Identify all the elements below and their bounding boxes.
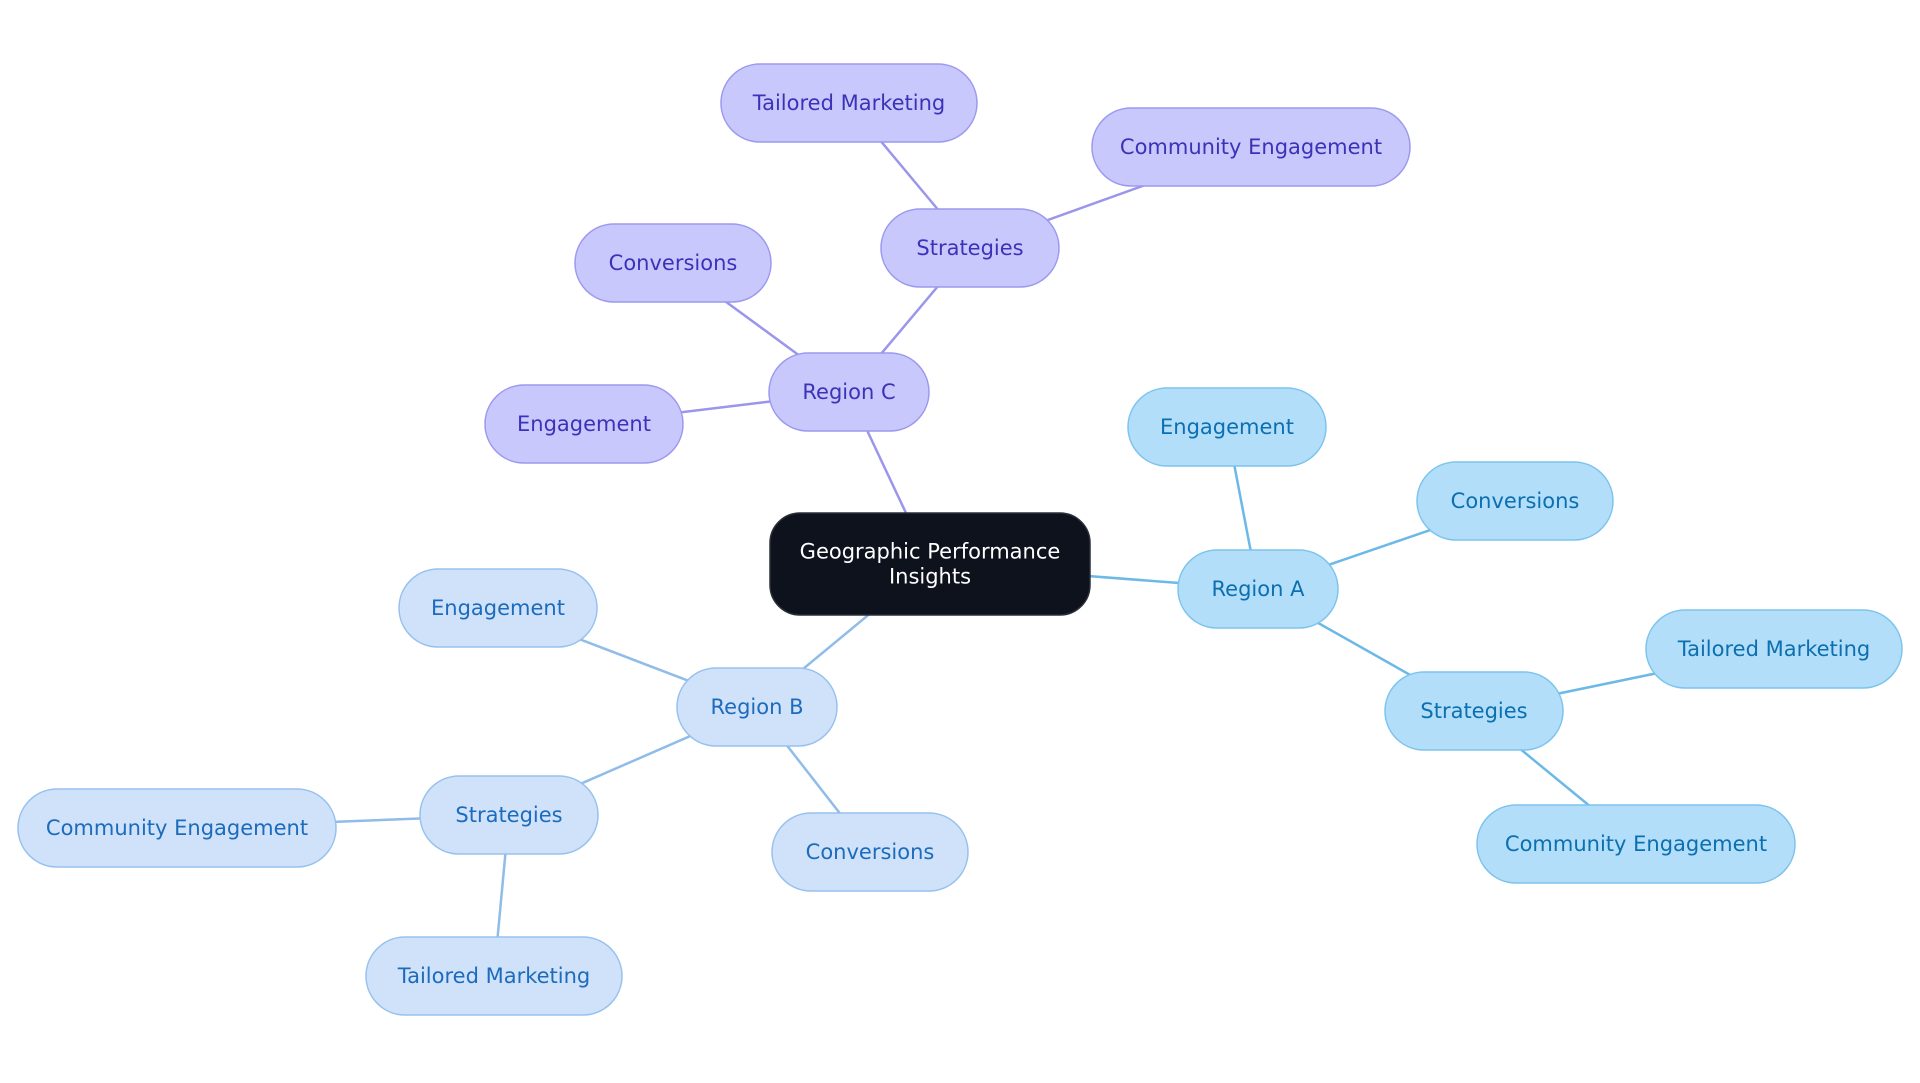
node-region-c-label: Region C — [802, 380, 895, 404]
node-region-a-strategies-shape — [1384, 671, 1564, 751]
node-region-c-engagement-shape — [484, 384, 684, 464]
node-region-b-shape — [676, 667, 838, 747]
node-region-b-engagement-label: Engagement — [431, 596, 565, 620]
node-region-a-conversions-shape — [1416, 461, 1614, 541]
node-region-c-engagement[interactable]: Engagement — [484, 384, 684, 464]
node-region-a-engagement-shape — [1127, 387, 1327, 467]
node-region-b-engagement-shape — [398, 568, 598, 648]
node-region-a-engagement-label: Engagement — [1160, 415, 1294, 439]
node-region-a-strategies-label: Strategies — [1420, 699, 1527, 723]
node-region-a-engagement[interactable]: Engagement — [1127, 387, 1327, 467]
node-region-c-strategies[interactable]: Strategies — [880, 208, 1060, 288]
node-region-a-strategies-community-engagement[interactable]: Community Engagement — [1476, 804, 1796, 884]
node-region-b-conversions[interactable]: Conversions — [771, 812, 969, 892]
node-region-b-strategies-community-engagement-shape — [17, 788, 337, 868]
node-region-a-shape — [1177, 549, 1339, 629]
node-region-c-shape — [768, 352, 930, 432]
node-region-a-strategies[interactable]: Strategies — [1384, 671, 1564, 751]
root-node-geographic-performance-insights-label: Insights — [889, 565, 971, 589]
node-region-c-conversions[interactable]: Conversions — [574, 223, 772, 303]
node-region-b-strategies-tailored-marketing-label: Tailored Marketing — [397, 964, 591, 988]
node-region-a-strategies-tailored-marketing-label: Tailored Marketing — [1677, 637, 1871, 661]
root-node-geographic-performance-insights-shape — [769, 512, 1091, 616]
node-region-b-engagement[interactable]: Engagement — [398, 568, 598, 648]
node-region-b-strategies-tailored-marketing[interactable]: Tailored Marketing — [365, 936, 623, 1016]
node-region-c-strategies-shape — [880, 208, 1060, 288]
node-region-c-strategies-community-engagement-shape — [1091, 107, 1411, 187]
node-region-c-conversions-label: Conversions — [609, 251, 738, 275]
node-region-a-strategies-community-engagement-shape — [1476, 804, 1796, 884]
node-region-a-strategies-community-engagement-label: Community Engagement — [1505, 832, 1767, 856]
node-region-c-conversions-shape — [574, 223, 772, 303]
node-region-c-strategies-tailored-marketing[interactable]: Tailored Marketing — [720, 63, 978, 143]
node-region-a-strategies-tailored-marketing[interactable]: Tailored Marketing — [1645, 609, 1903, 689]
node-region-c-strategies-community-engagement[interactable]: Community Engagement — [1091, 107, 1411, 187]
node-region-b-strategies[interactable]: Strategies — [419, 775, 599, 855]
node-region-b-strategies-label: Strategies — [455, 803, 562, 827]
node-region-c-strategies-community-engagement-label: Community Engagement — [1120, 135, 1382, 159]
node-region-a[interactable]: Region A — [1177, 549, 1339, 629]
node-region-b-label: Region B — [711, 695, 804, 719]
node-region-c-engagement-label: Engagement — [517, 412, 651, 436]
node-region-b[interactable]: Region B — [676, 667, 838, 747]
node-region-c-strategies-tailored-marketing-label: Tailored Marketing — [752, 91, 946, 115]
node-region-c-strategies-label: Strategies — [916, 236, 1023, 260]
node-region-b-strategies-community-engagement-label: Community Engagement — [46, 816, 308, 840]
root-node-geographic-performance-insights-label: Geographic Performance — [800, 540, 1061, 564]
node-region-c-strategies-tailored-marketing-shape — [720, 63, 978, 143]
node-region-b-strategies-community-engagement[interactable]: Community Engagement — [17, 788, 337, 868]
node-region-b-conversions-label: Conversions — [806, 840, 935, 864]
node-region-a-label: Region A — [1212, 577, 1306, 601]
node-region-b-strategies-shape — [419, 775, 599, 855]
node-region-c[interactable]: Region C — [768, 352, 930, 432]
node-region-a-conversions[interactable]: Conversions — [1416, 461, 1614, 541]
node-region-a-conversions-label: Conversions — [1451, 489, 1580, 513]
node-region-b-conversions-shape — [771, 812, 969, 892]
node-region-b-strategies-tailored-marketing-shape — [365, 936, 623, 1016]
node-region-a-strategies-tailored-marketing-shape — [1645, 609, 1903, 689]
